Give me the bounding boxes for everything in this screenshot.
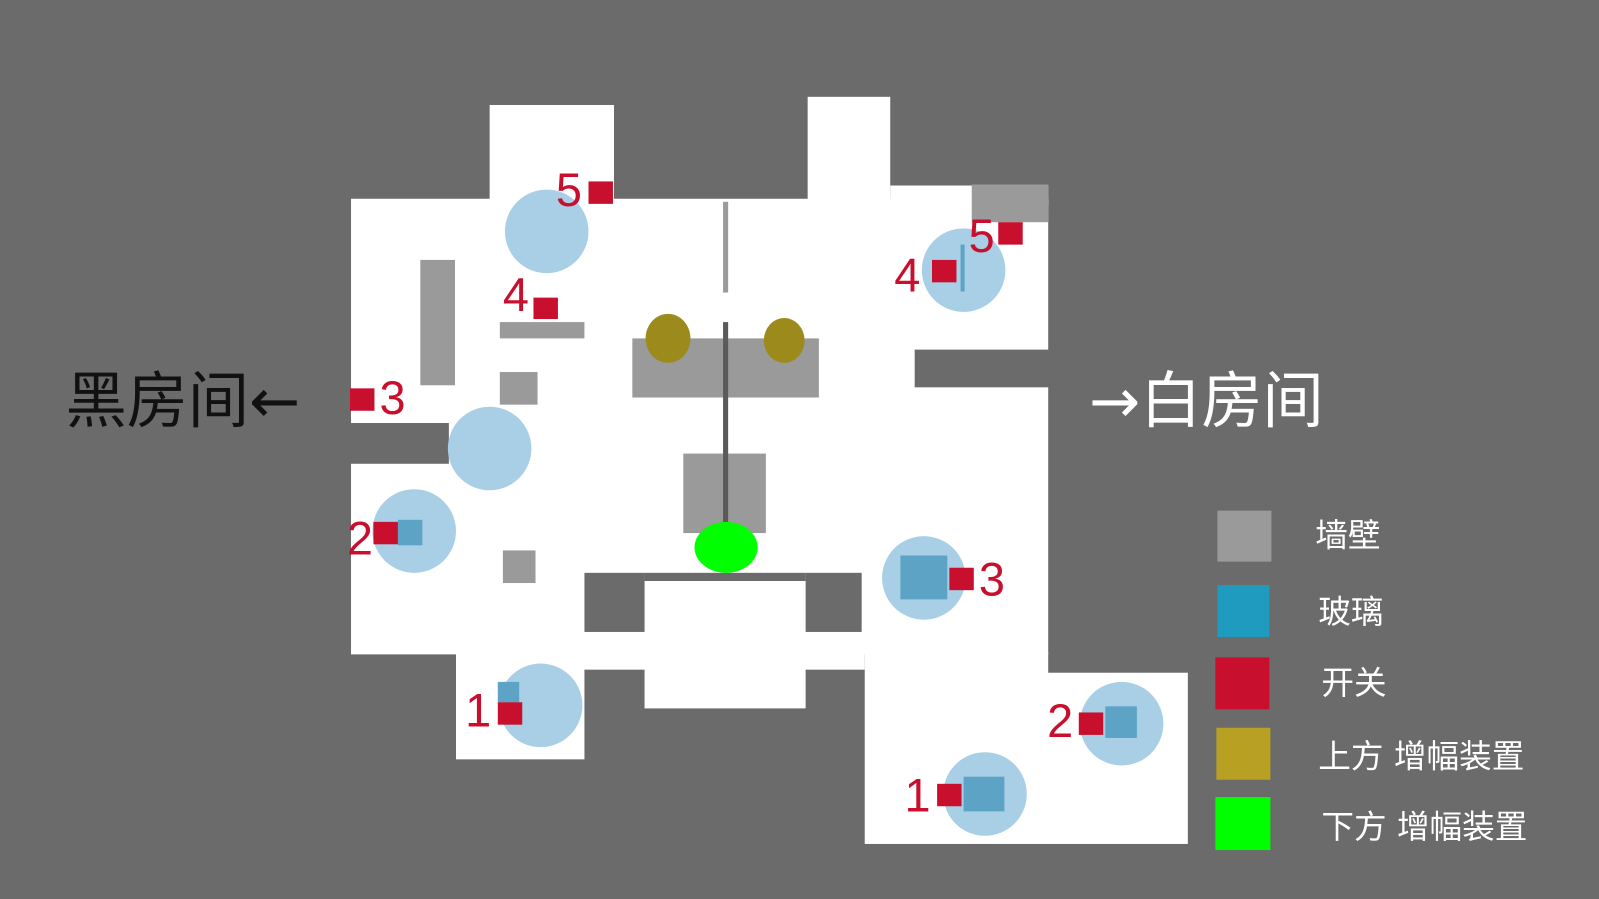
switch-label: 2 xyxy=(347,512,373,564)
legend-label: 上方 增幅装置 xyxy=(1318,738,1524,776)
legend-label: 墙壁 xyxy=(1315,516,1380,554)
legend-label: 下方 增幅装置 xyxy=(1321,808,1527,846)
switch-label: 3 xyxy=(979,553,1005,605)
switch-label: 3 xyxy=(380,372,406,424)
legend-label: 开关 xyxy=(1321,664,1386,702)
legend-swatch-lower-amplifier xyxy=(1215,797,1271,851)
legend-swatch-upper-amplifier xyxy=(1216,727,1271,780)
legend-swatch-switch xyxy=(1215,657,1270,710)
white-room-label: →白房间 xyxy=(1089,366,1324,437)
switch-label: 1 xyxy=(465,685,491,737)
legend-label: 玻璃 xyxy=(1318,593,1383,631)
legend: 墙壁 玻璃 开关 上方 增幅装置 下方 增幅装置 xyxy=(1215,510,1527,851)
legend-swatch-wall xyxy=(1217,510,1272,562)
switch-label: 2 xyxy=(1047,695,1073,747)
glass-panels xyxy=(397,244,1137,812)
switch-label: 5 xyxy=(556,164,582,216)
switch-label: 4 xyxy=(894,250,920,302)
switch-label: 1 xyxy=(904,769,930,821)
upper-amplifiers xyxy=(645,313,805,363)
switches xyxy=(350,181,1104,807)
black-room-label: 黑房间← xyxy=(66,366,301,437)
legend-swatch-glass xyxy=(1217,585,1270,638)
void-areas xyxy=(344,349,1051,632)
lower-amplifier xyxy=(694,521,758,573)
switch-label: 5 xyxy=(969,210,995,262)
switch-label: 4 xyxy=(503,269,529,321)
divider-wall xyxy=(723,322,729,525)
